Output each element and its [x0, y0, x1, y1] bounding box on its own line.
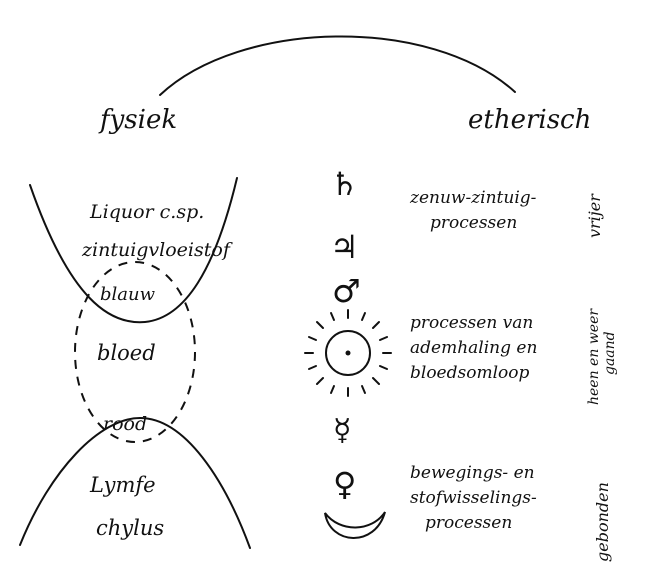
label-lymfe: Lymfe: [89, 473, 156, 497]
moon-icon: [324, 511, 386, 539]
header-etherisch: etherisch: [468, 105, 591, 135]
jupiter-icon: ♃: [330, 228, 359, 266]
label-zintuigvloeistof: zintuigvloeistof: [81, 239, 233, 261]
process-middle-line3: bloedsomloop: [410, 363, 529, 383]
label-liquor: Liquor c.sp.: [89, 201, 204, 223]
side-label-gebonden: gebonden: [593, 482, 612, 562]
mercury-icon: ☿: [333, 413, 351, 448]
lower-curve: [19, 416, 251, 549]
process-middle-line2: ademhaling en: [410, 338, 537, 358]
header-fysiek: fysiek: [98, 105, 177, 135]
saturn-icon: ♄: [330, 165, 359, 203]
side-label-gaand: gaand: [602, 331, 618, 375]
side-label-heen-en-weer: heen en weer: [586, 308, 602, 405]
label-rood: rood: [103, 413, 147, 435]
process-bottom-line3: processen: [425, 513, 512, 533]
label-bloed: bloed: [97, 341, 156, 365]
label-chylus: chylus: [96, 516, 164, 540]
sun-icon: [304, 309, 392, 397]
process-middle-line1: processen van: [410, 313, 533, 333]
connecting-arc: [159, 35, 516, 96]
process-top-line2: processen: [430, 213, 517, 233]
side-label-vrijer: vrijer: [585, 193, 604, 238]
dashed-oval: [74, 261, 196, 443]
process-top-line1: zenuw-zintuig-: [409, 188, 537, 208]
process-bottom-line1: bewegings- en: [410, 463, 535, 483]
mars-icon: ♂: [332, 272, 361, 310]
label-blauw: blauw: [100, 284, 156, 305]
upper-curve: [29, 177, 238, 324]
venus-icon: ♀: [333, 465, 356, 503]
process-bottom-line2: stofwisselings-: [410, 488, 537, 508]
